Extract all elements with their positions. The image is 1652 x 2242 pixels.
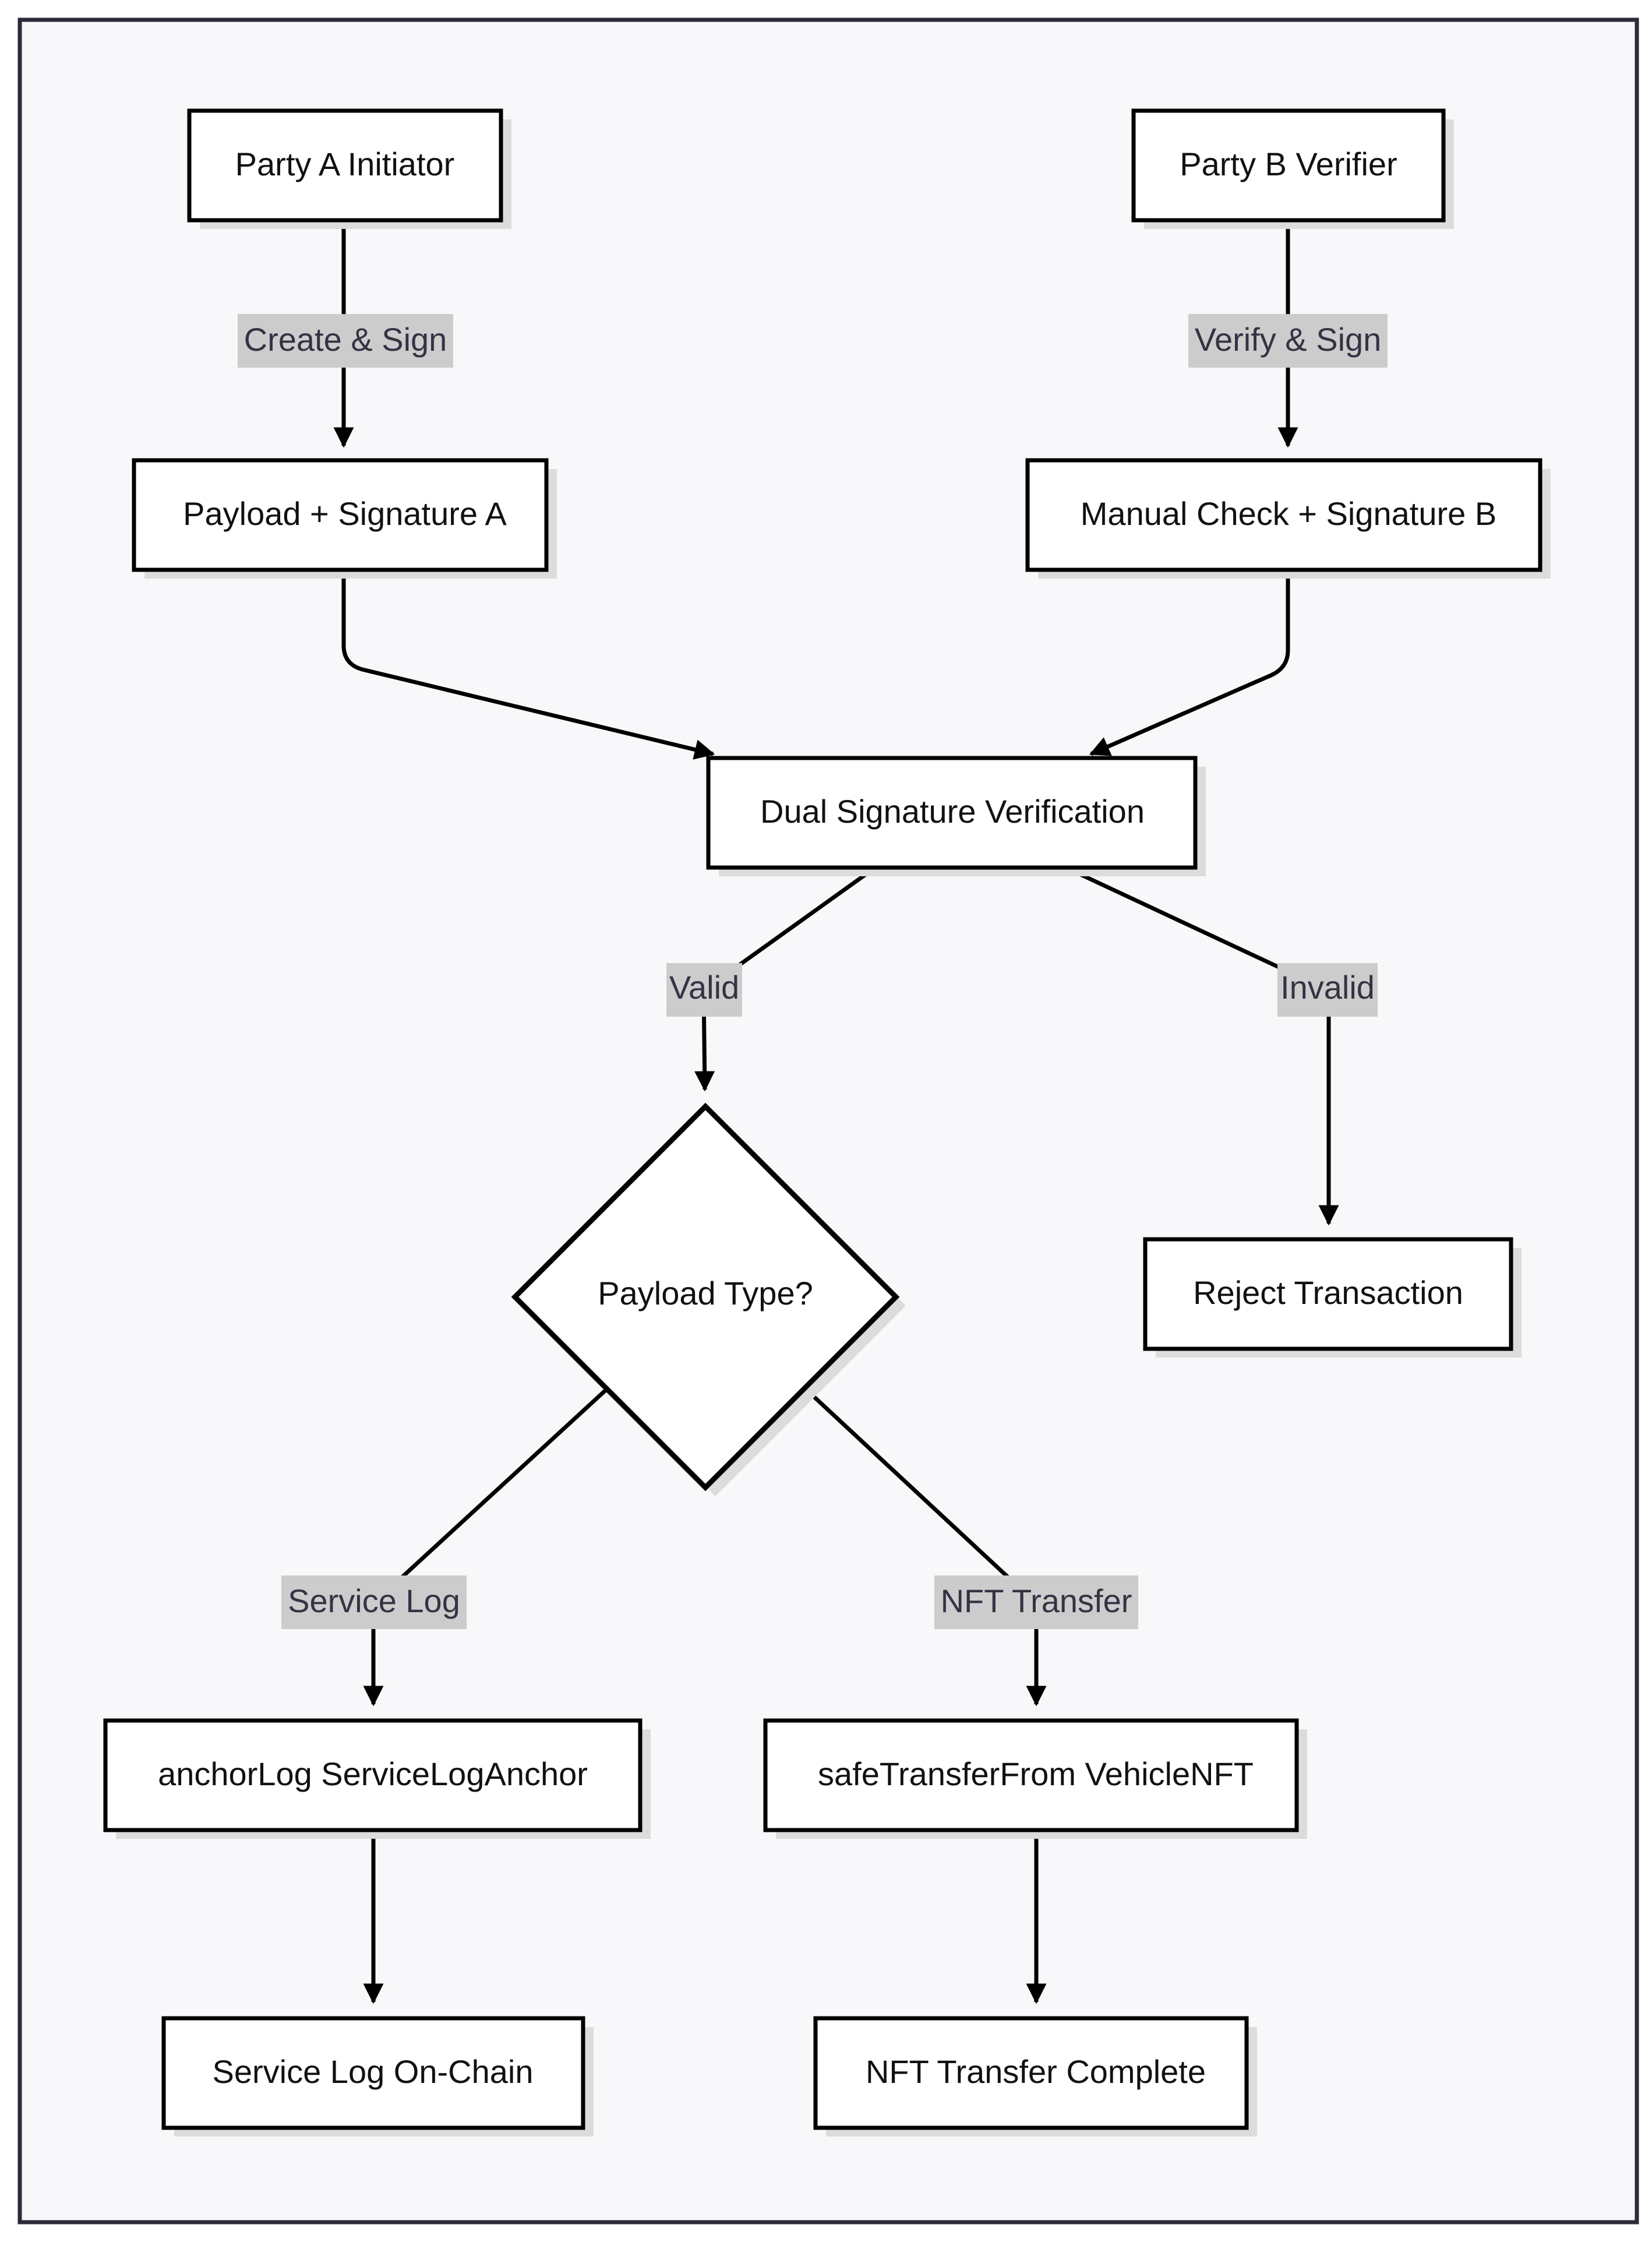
edge-label-service-log-text: Service Log (288, 1582, 460, 1619)
node-anchor-log-service-log-anchor-label: anchorLog ServiceLogAnchor (158, 1755, 588, 1792)
edge-label-invalid-text: Invalid (1280, 969, 1375, 1006)
node-manual-check-signature-b-label: Manual Check + Signature B (1081, 495, 1496, 532)
node-payload-signature-a: Payload + Signature A (132, 458, 557, 579)
nodes: Party A Initiator Party B Verifier Paylo… (103, 108, 1551, 2137)
node-manual-check-signature-b: Manual Check + Signature B (1025, 458, 1551, 579)
canvas-frame (17, 17, 1639, 2225)
node-safe-transfer-from-vehicle-nft-label: safeTransferFrom VehicleNFT (818, 1755, 1254, 1792)
node-dual-signature-verification-label: Dual Signature Verification (760, 793, 1145, 830)
node-nft-transfer-complete-label: NFT Transfer Complete (866, 2053, 1206, 2090)
edge-label-create-sign: Create & Sign (238, 314, 453, 368)
node-reject-transaction: Reject Transaction (1143, 1237, 1522, 1358)
node-service-log-on-chain: Service Log On-Chain (161, 2016, 594, 2137)
edge-labels: Create & Sign Verify & Sign Valid Invali… (238, 314, 1388, 1629)
node-nft-transfer-complete: NFT Transfer Complete (813, 2016, 1257, 2137)
edge-label-nft-transfer: NFT Transfer (934, 1575, 1138, 1629)
node-dual-signature-verification: Dual Signature Verification (706, 756, 1206, 876)
node-payload-type-decision: Payload Type? (511, 1102, 906, 1496)
edge-label-valid-text: Valid (669, 969, 739, 1006)
node-service-log-on-chain-label: Service Log On-Chain (213, 2053, 534, 2090)
node-safe-transfer-from-vehicle-nft: safeTransferFrom VehicleNFT (763, 1718, 1307, 1839)
edge-label-create-sign-text: Create & Sign (244, 321, 447, 358)
node-payload-signature-a-label: Payload + Signature A (183, 495, 507, 532)
edge-label-verify-sign-text: Verify & Sign (1195, 321, 1382, 358)
edge-label-invalid: Invalid (1277, 963, 1378, 1017)
node-payload-type-decision-label: Payload Type? (598, 1275, 813, 1312)
edge-label-nft-transfer-text: NFT Transfer (941, 1582, 1132, 1619)
node-party-a-initiator-label: Party A Initiator (235, 146, 455, 182)
edge-manual-check-to-verification (1089, 573, 1290, 756)
node-party-b-verifier-label: Party B Verifier (1180, 146, 1397, 182)
edge-label-valid: Valid (666, 963, 742, 1017)
node-party-a-initiator: Party A Initiator (187, 108, 511, 229)
node-anchor-log-service-log-anchor: anchorLog ServiceLogAnchor (103, 1718, 651, 1839)
node-party-b-verifier: Party B Verifier (1131, 108, 1454, 229)
edge-label-service-log: Service Log (281, 1575, 467, 1629)
edge-payload-to-verification (341, 573, 715, 760)
node-reject-transaction-label: Reject Transaction (1193, 1274, 1463, 1311)
edge-label-verify-sign: Verify & Sign (1188, 314, 1388, 368)
